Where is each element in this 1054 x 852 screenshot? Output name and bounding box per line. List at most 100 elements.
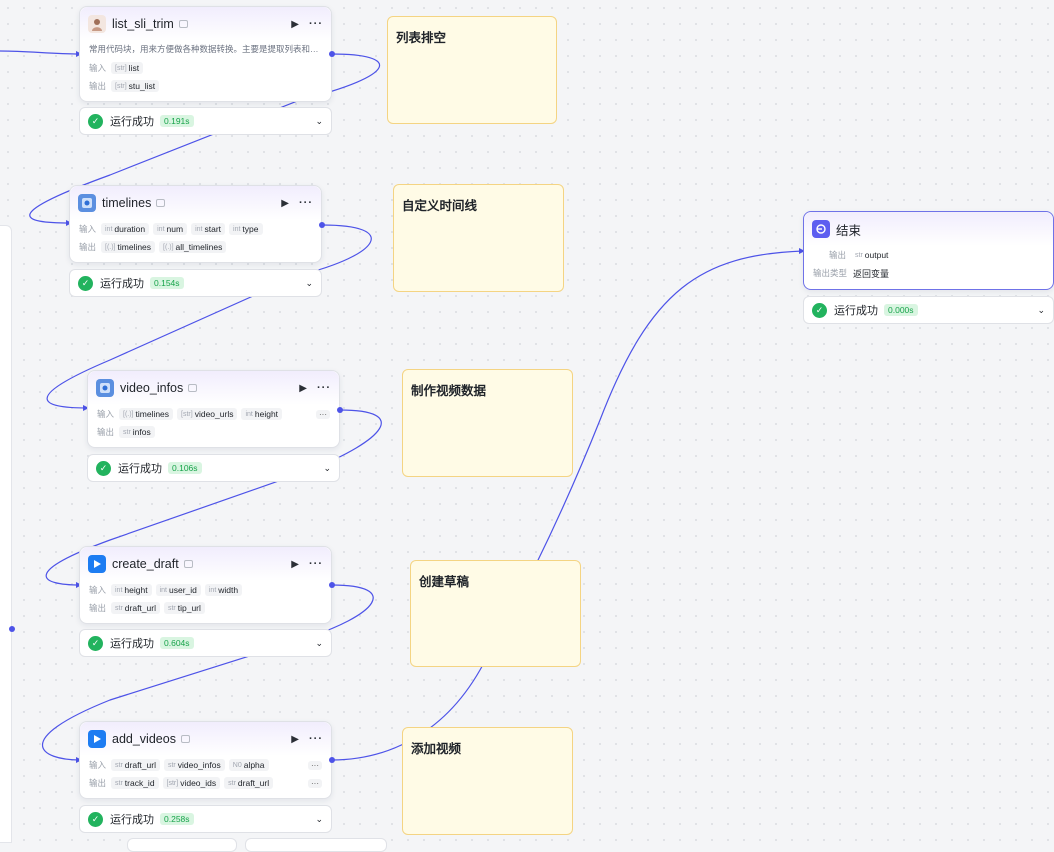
output-port[interactable]: [329, 582, 335, 588]
param-name: output: [864, 250, 889, 260]
settings-icon[interactable]: [183, 560, 193, 568]
run-time-badge: 0.106s: [168, 462, 202, 474]
chevron-down-icon[interactable]: ⌄: [315, 813, 323, 824]
bottom-toolbar-item[interactable]: [245, 838, 387, 852]
panel-port: [9, 626, 15, 632]
param-type: str: [855, 251, 863, 259]
chevron-down-icon[interactable]: ⌄: [1037, 304, 1045, 315]
success-check-icon: ✓: [78, 275, 93, 291]
run-button[interactable]: ▶: [299, 382, 307, 394]
param-name: timelines: [117, 242, 152, 252]
param-tag: [str]video_urls: [177, 408, 238, 420]
param-name: infos: [132, 427, 151, 437]
more-button[interactable]: ···: [299, 197, 313, 209]
chevron-down-icon[interactable]: ⌄: [315, 115, 323, 126]
end-icon: [812, 220, 830, 238]
bottom-toolbar-item[interactable]: [127, 838, 237, 852]
param-tag: [(.)]timelines: [101, 241, 156, 253]
node-video-infos[interactable]: video_infos ▶ ··· 输入 [(.)]timelines [str…: [87, 370, 340, 448]
note-video-data[interactable]: 制作视频数据: [402, 369, 573, 477]
note-text: 自定义时间线: [402, 199, 478, 213]
param-name: height: [254, 409, 279, 419]
output-port[interactable]: [319, 222, 325, 228]
run-time-badge: 0.000s: [884, 304, 918, 316]
success-check-icon: ✓: [88, 811, 103, 827]
edge-list-to-timelines: [29, 53, 381, 224]
output-port[interactable]: [337, 407, 343, 413]
input-row: 输入 [str]list: [80, 59, 331, 77]
param-tag: [str]video_ids: [162, 777, 221, 789]
run-status-bar[interactable]: ✓ 运行成功 0.106s ⌄: [87, 454, 340, 482]
param-type: str: [115, 779, 123, 787]
chevron-down-icon[interactable]: ⌄: [305, 277, 313, 288]
note-create-draft[interactable]: 创建草稿: [410, 560, 581, 667]
settings-icon[interactable]: [180, 735, 190, 743]
run-button[interactable]: ▶: [281, 197, 289, 209]
more-button[interactable]: ···: [317, 382, 331, 394]
param-name: num: [166, 224, 184, 234]
output-type-value: 返回变量: [853, 268, 890, 279]
more-button[interactable]: ···: [309, 558, 323, 570]
more-params-button[interactable]: ···: [316, 409, 330, 419]
chevron-down-icon[interactable]: ⌄: [315, 637, 323, 648]
more-button[interactable]: ···: [309, 18, 323, 30]
run-button[interactable]: ▶: [291, 18, 299, 30]
run-status-bar[interactable]: ✓ 运行成功 0.604s ⌄: [79, 629, 332, 657]
param-name: video_ids: [180, 778, 217, 788]
chevron-down-icon[interactable]: ⌄: [323, 462, 331, 473]
param-type: int: [157, 225, 165, 233]
node-header: add_videos ▶ ···: [80, 722, 331, 756]
run-status-bar[interactable]: ✓ 运行成功 0.000s ⌄: [803, 296, 1054, 324]
node-header: create_draft ▶ ···: [80, 547, 331, 581]
run-status-bar[interactable]: ✓ 运行成功 0.191s ⌄: [79, 107, 332, 135]
note-add-videos[interactable]: 添加视频: [402, 727, 573, 835]
param-name: list: [128, 63, 140, 73]
param-tag: [(.)]timelines: [119, 408, 174, 420]
edge-into-list-sli-trim: [0, 50, 81, 55]
more-params-button[interactable]: ···: [308, 760, 322, 770]
run-button[interactable]: ▶: [291, 733, 299, 745]
param-name: start: [204, 224, 222, 234]
input-label: 输入: [89, 585, 107, 595]
status-text: 运行成功: [110, 116, 154, 128]
note-timelines[interactable]: 自定义时间线: [393, 184, 564, 292]
settings-icon[interactable]: [188, 384, 198, 392]
input-label: 输入: [89, 63, 107, 73]
run-status-bar[interactable]: ✓ 运行成功 0.258s ⌄: [79, 805, 332, 833]
settings-icon[interactable]: [156, 199, 166, 207]
output-port[interactable]: [329, 51, 335, 57]
output-label: 输出: [89, 778, 107, 788]
output-type-row: 输出类型 返回变量: [804, 264, 1053, 282]
node-list-sli-trim[interactable]: list_sli_trim ▶ ··· 常用代码块，用来方便做各种数据转换。主要…: [79, 6, 332, 102]
param-tag: [str]stu_list: [111, 80, 160, 92]
more-params-button[interactable]: ···: [308, 778, 322, 788]
param-name: draft_url: [124, 760, 156, 770]
param-type: str: [115, 761, 123, 769]
more-button[interactable]: ···: [309, 733, 323, 745]
note-list-trim[interactable]: 列表排空: [387, 16, 557, 124]
note-text: 创建草稿: [419, 575, 470, 589]
run-button[interactable]: ▶: [291, 558, 299, 570]
note-text: 制作视频数据: [411, 384, 487, 398]
output-label: 输出: [89, 81, 107, 91]
note-text: 列表排空: [396, 31, 447, 45]
output-port[interactable]: [329, 757, 335, 763]
run-status-bar[interactable]: ✓ 运行成功 0.154s ⌄: [69, 269, 322, 297]
param-name: duration: [114, 224, 146, 234]
settings-icon[interactable]: [178, 20, 188, 28]
node-title: 结束: [836, 223, 862, 238]
